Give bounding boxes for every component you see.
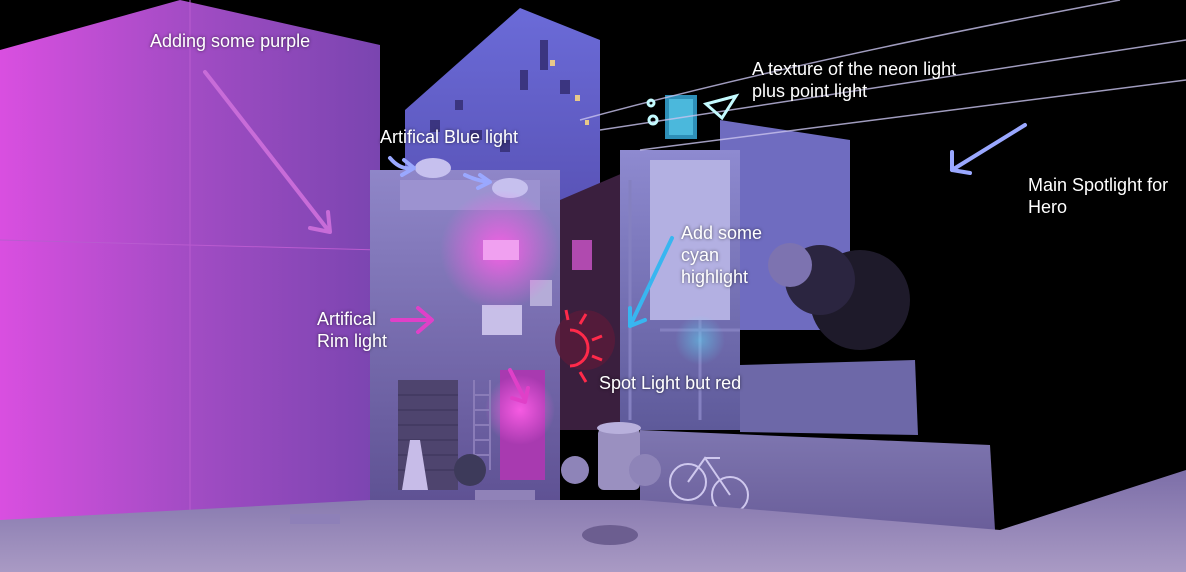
red-sun-marker-icon — [564, 309, 603, 383]
annotation-red-spot: Spot Light but red — [599, 373, 742, 393]
annotation-rim-light: Artifical Rim light — [317, 309, 388, 351]
light-cone-marker-icon — [646, 93, 740, 126]
annotation-main-spotlight: Main Spotlight for Hero — [1028, 175, 1169, 217]
annotation-purple: Adding some purple — [150, 31, 311, 51]
annotation-blue-light: Artifical Blue light — [380, 127, 519, 147]
annotation-cyan-highlight: Add some cyan highlight — [681, 223, 763, 287]
annotation-neon-texture: A texture of the neon light plus point l… — [752, 59, 957, 101]
